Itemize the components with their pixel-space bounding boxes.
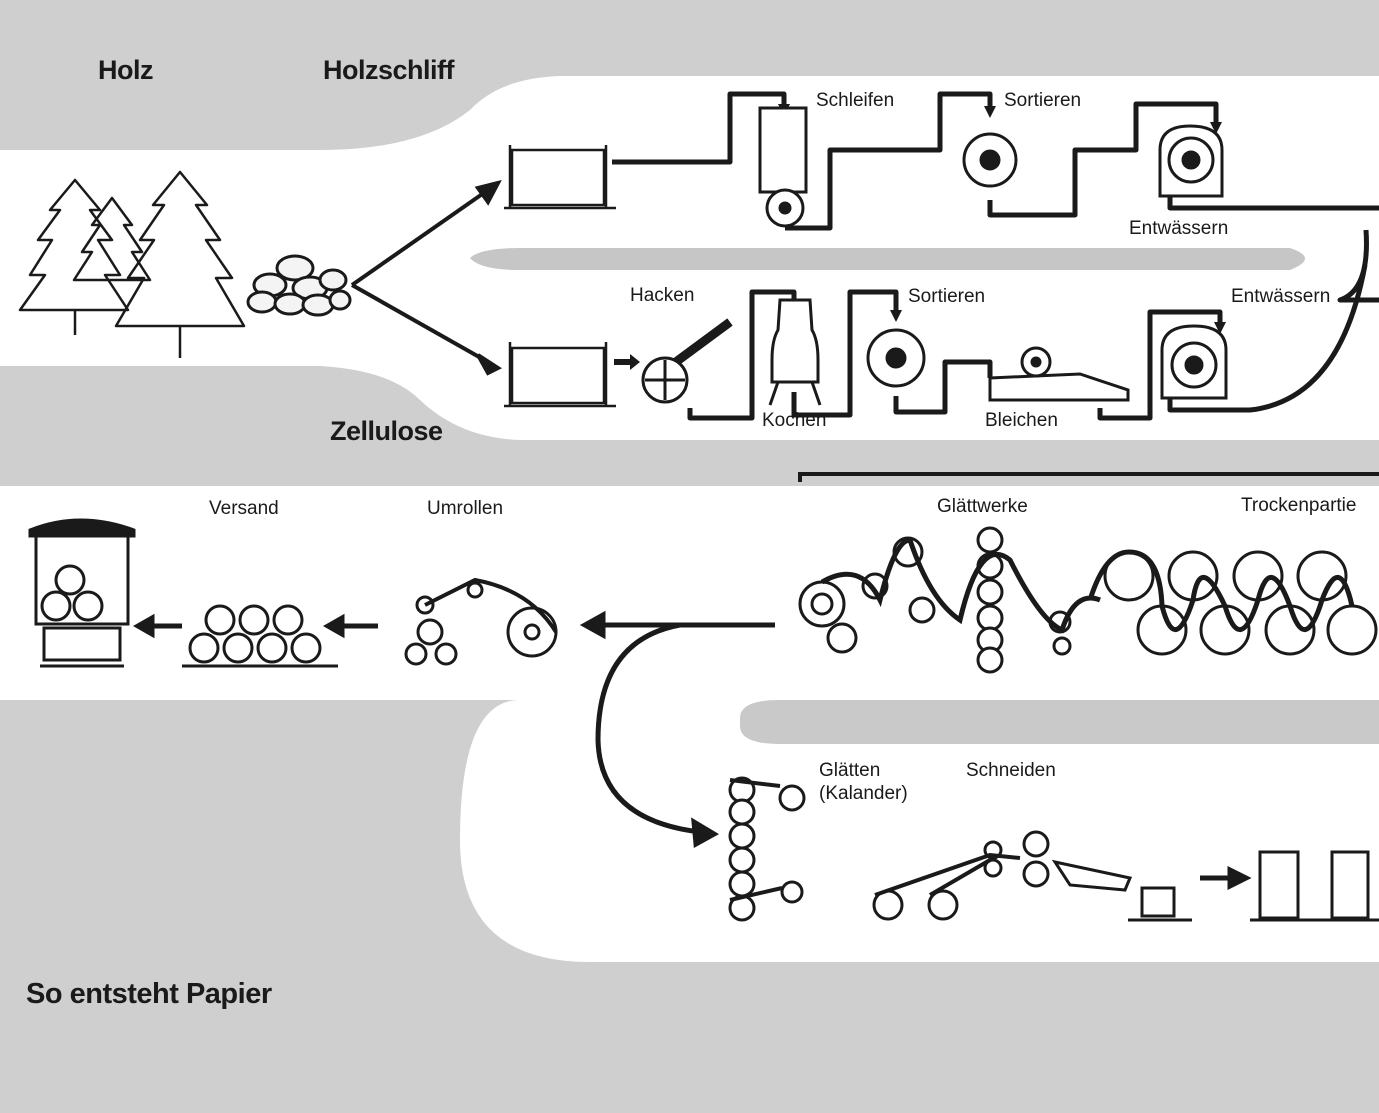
wood-bin-1 — [504, 145, 616, 210]
logs-icon — [246, 254, 352, 317]
sorter-icon-1 — [962, 132, 1018, 188]
label-hacken: Hacken — [630, 285, 695, 306]
upper-divider — [470, 248, 1305, 270]
paper-rolls — [182, 604, 338, 668]
label-umrollen: Umrollen — [427, 498, 504, 519]
machine-connector — [798, 472, 1379, 482]
label-sortieren-1: Sortieren — [1004, 90, 1082, 111]
label-versand: Versand — [209, 498, 279, 519]
label-sortieren-2: Sortieren — [908, 286, 986, 307]
label-schneiden: Schneiden — [966, 760, 1056, 781]
dewater-icon-2 — [1160, 324, 1228, 400]
wagon-icon — [28, 518, 136, 668]
paper-stacks-icon — [1250, 850, 1379, 922]
label-glaetten: Glätten — [819, 760, 881, 781]
lower-divider — [740, 700, 1379, 744]
page-title: So entsteht Papier — [26, 978, 272, 1010]
label-entwaessern-2: Entwässern — [1231, 286, 1331, 307]
cutter-icon — [872, 830, 1192, 922]
dewater-icon-1 — [1158, 124, 1224, 198]
left-arrows — [132, 613, 378, 639]
label-schleifen: Schleifen — [816, 90, 895, 111]
digester-icon — [768, 298, 822, 406]
sorter-icon-2 — [866, 328, 926, 388]
label-entwaessern-1: Entwässern — [1129, 218, 1229, 239]
dryer-rollers — [1087, 549, 1378, 656]
heading-holzschliff: Holzschliff — [323, 55, 455, 85]
label-glaettwerke: Glättwerke — [937, 496, 1028, 517]
calender-stacks — [798, 526, 1101, 674]
chipper-icon — [641, 318, 733, 404]
label-bleichen: Bleichen — [985, 410, 1058, 431]
wood-bin-2 — [504, 342, 616, 408]
bleach-tank-icon — [988, 346, 1130, 402]
cut-stack-arrow — [1200, 865, 1252, 891]
label-kochen: Kochen — [762, 410, 827, 431]
heading-holz: Holz — [98, 55, 154, 85]
rewinder-icon — [404, 577, 558, 666]
kalander-icon — [728, 776, 806, 922]
label-trockenpartie: Trockenpartie — [1241, 495, 1357, 516]
zellulose-line — [687, 264, 1368, 421]
trees-icon — [18, 170, 246, 358]
grinder-icon — [758, 106, 808, 228]
holzschliff-line — [612, 91, 1379, 303]
heading-zellulose: Zellulose — [330, 416, 443, 446]
label-kalander: (Kalander) — [819, 783, 908, 804]
machine-to-umrollen-arrow — [579, 610, 775, 849]
split-arrows — [350, 179, 503, 376]
